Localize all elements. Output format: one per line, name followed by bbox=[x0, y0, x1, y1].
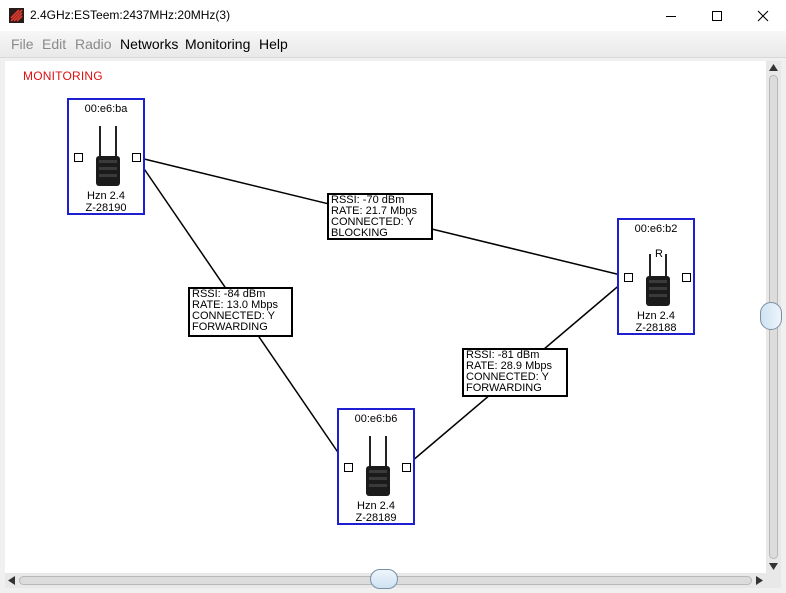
node-mac: 00:e6:b2 bbox=[634, 223, 678, 235]
port-right[interactable] bbox=[402, 463, 411, 472]
node-mac: 00:e6:ba bbox=[84, 103, 128, 115]
radio-device-icon bbox=[96, 126, 120, 186]
node-id: Z-28190 bbox=[85, 202, 127, 214]
horizontal-scrollbar[interactable] bbox=[5, 569, 766, 589]
link-info-ba-b6[interactable]: RSSI: -84 dBm RATE: 13.0 Mbps CONNECTED:… bbox=[188, 287, 293, 337]
root-indicator: R bbox=[655, 248, 663, 260]
node-id: Z-28189 bbox=[355, 512, 397, 524]
network-canvas[interactable]: MONITORING 00:e6:ba Hzn 2.4 Z-28190 00:e… bbox=[5, 61, 766, 573]
minimize-icon bbox=[666, 15, 676, 17]
close-icon bbox=[757, 10, 769, 21]
title-bar: 2.4GHz:ESTeem:2437MHz:20MHz(3) bbox=[0, 0, 786, 31]
node-model: Hzn 2.4 bbox=[357, 500, 395, 512]
link-state: BLOCKING bbox=[331, 227, 388, 239]
radio-node-b6[interactable]: 00:e6:b6 Hzn 2.4 Z-28189 bbox=[337, 408, 415, 525]
link-rssi: RSSI: -84 dBm bbox=[192, 288, 266, 300]
scroll-up-icon[interactable] bbox=[769, 64, 778, 71]
scroll-right-icon[interactable] bbox=[756, 576, 763, 585]
port-right[interactable] bbox=[132, 153, 141, 162]
close-button[interactable] bbox=[740, 0, 786, 31]
window-title: 2.4GHz:ESTeem:2437MHz:20MHz(3) bbox=[30, 8, 231, 22]
maximize-icon bbox=[712, 10, 722, 21]
vertical-scroll-thumb[interactable] bbox=[760, 302, 782, 330]
link-connected: CONNECTED: Y bbox=[466, 371, 549, 383]
link-rssi: RSSI: -81 dBm bbox=[466, 349, 540, 361]
link-state: FORWARDING bbox=[192, 321, 268, 333]
menu-edit[interactable]: Edit bbox=[42, 36, 67, 52]
radio-node-b2[interactable]: 00:e6:b2 R Hzn 2.4 Z-28188 bbox=[617, 218, 695, 335]
link-connected: CONNECTED: Y bbox=[192, 310, 275, 322]
link-rate: RATE: 13.0 Mbps bbox=[192, 299, 278, 311]
port-left[interactable] bbox=[344, 463, 353, 472]
scroll-down-icon[interactable] bbox=[769, 563, 778, 570]
port-right[interactable] bbox=[682, 273, 691, 282]
menu-monitoring[interactable]: Monitoring bbox=[185, 36, 251, 52]
menu-networks[interactable]: Networks bbox=[120, 36, 179, 52]
radio-device-icon bbox=[366, 436, 390, 496]
link-info-b6-b2[interactable]: RSSI: -81 dBm RATE: 28.9 Mbps CONNECTED:… bbox=[462, 348, 568, 397]
link-rssi: RSSI: -70 dBm bbox=[331, 194, 405, 206]
link-info-ba-b2[interactable]: RSSI: -70 dBm RATE: 21.7 Mbps CONNECTED:… bbox=[327, 193, 433, 240]
node-mac: 00:e6:b6 bbox=[354, 413, 398, 425]
app-logo-icon bbox=[9, 8, 24, 23]
maximize-button[interactable] bbox=[694, 0, 740, 31]
scroll-left-icon[interactable] bbox=[8, 576, 15, 585]
link-connected: CONNECTED: Y bbox=[331, 216, 414, 228]
horizontal-scroll-thumb[interactable] bbox=[370, 569, 398, 589]
node-model: Hzn 2.4 bbox=[87, 190, 125, 202]
node-id: Z-28188 bbox=[635, 322, 677, 334]
link-rate: RATE: 28.9 Mbps bbox=[466, 360, 552, 372]
menu-bar: File Edit Radio Networks Monitoring Help bbox=[0, 31, 786, 58]
vertical-scrollbar[interactable] bbox=[760, 61, 782, 573]
port-left[interactable] bbox=[74, 153, 83, 162]
menu-help[interactable]: Help bbox=[259, 36, 288, 52]
radio-node-ba[interactable]: 00:e6:ba Hzn 2.4 Z-28190 bbox=[67, 98, 145, 215]
mode-label: MONITORING bbox=[23, 69, 103, 83]
link-state: FORWARDING bbox=[466, 382, 542, 394]
link-rate: RATE: 21.7 Mbps bbox=[331, 205, 417, 217]
node-model: Hzn 2.4 bbox=[637, 310, 675, 322]
radio-device-icon bbox=[646, 254, 670, 306]
scroll-corner bbox=[766, 573, 781, 588]
port-left[interactable] bbox=[624, 273, 633, 282]
menu-radio[interactable]: Radio bbox=[75, 36, 112, 52]
minimize-button[interactable] bbox=[648, 0, 694, 31]
menu-file[interactable]: File bbox=[11, 36, 34, 52]
